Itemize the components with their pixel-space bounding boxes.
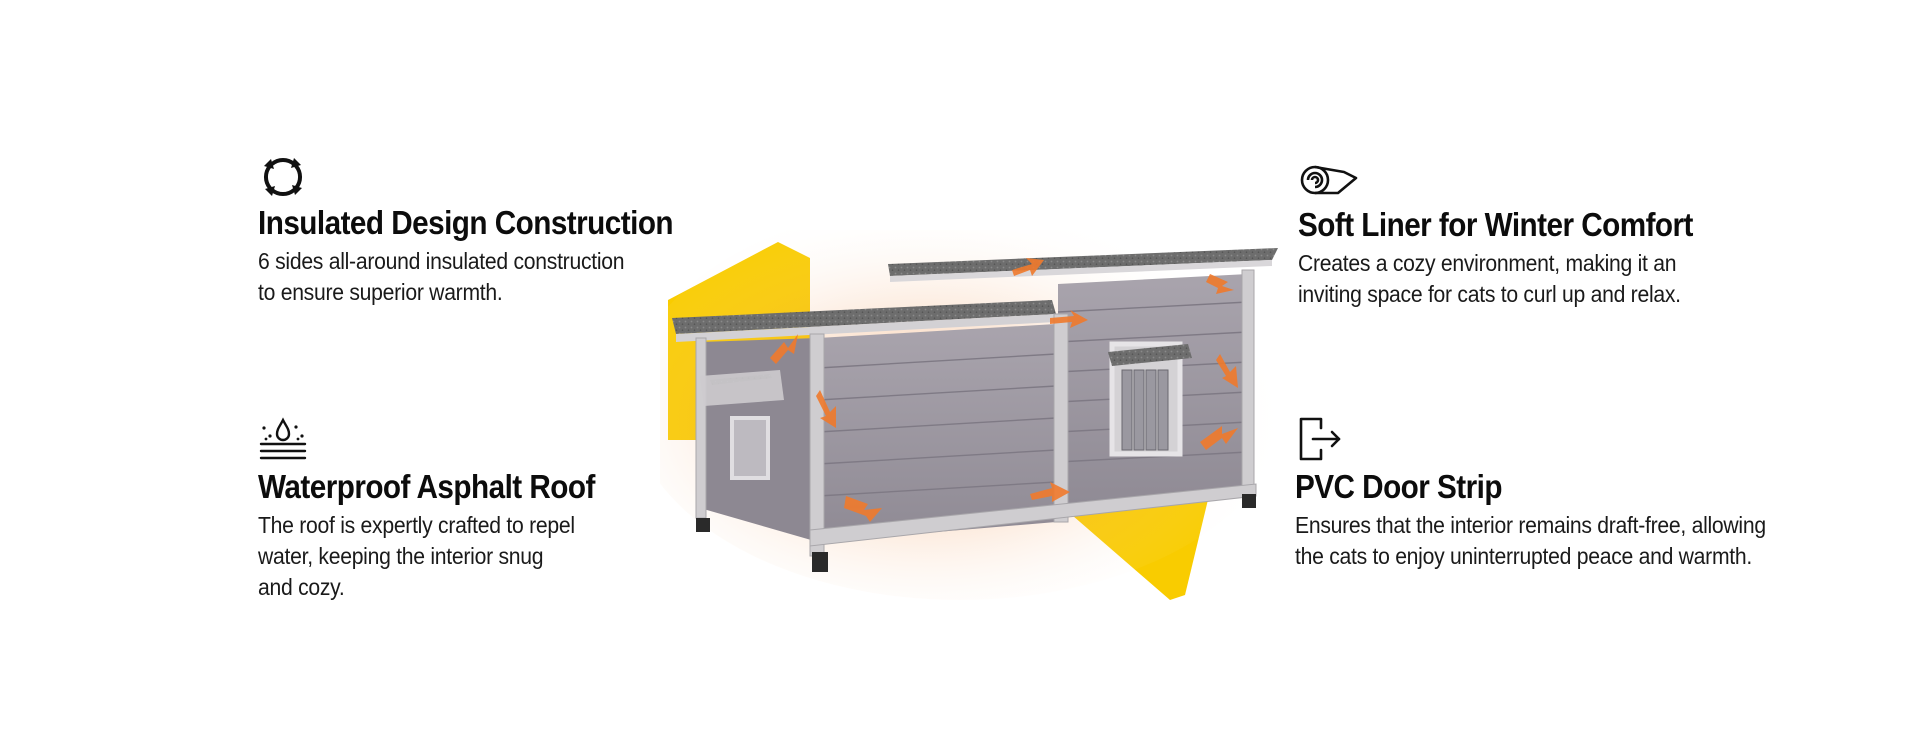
cat-house-illustration (660, 230, 1290, 600)
door-exit-icon (1299, 417, 1341, 461)
front-wall (818, 324, 1056, 542)
lower-roof (672, 300, 1056, 334)
waterproof-roof-icon (259, 417, 307, 460)
feature-title: Waterproof Asphalt Roof (258, 468, 595, 505)
side-door (700, 370, 784, 480)
feature-soft-liner: Soft Liner for Winter Comfort Creates a … (1298, 152, 1798, 310)
feature-description: The roof is expertly crafted to repel wa… (258, 512, 575, 600)
feature-description: Creates a cozy environment, making it an… (1298, 250, 1681, 307)
upper-roof (888, 248, 1278, 276)
feature-title: Insulated Design Construction (258, 204, 674, 241)
feature-title: Soft Liner for Winter Comfort (1298, 206, 1693, 243)
feature-description: 6 sides all-around insulated constructio… (258, 248, 625, 305)
pvc-door (1108, 341, 1192, 457)
rolled-liner-icon (1300, 165, 1358, 195)
feature-waterproof-roof: Waterproof Asphalt Roof The roof is expe… (258, 414, 658, 603)
rotate-arrows-icon (264, 158, 302, 196)
feature-description: Ensures that the interior remains draft-… (1295, 512, 1766, 569)
feature-title: PVC Door Strip (1295, 468, 1502, 505)
feature-pvc-door-strip: PVC Door Strip Ensures that the interior… (1295, 414, 1855, 572)
feature-insulated-design: Insulated Design Construction 6 sides al… (258, 152, 738, 308)
heat-arrows (770, 258, 1238, 522)
